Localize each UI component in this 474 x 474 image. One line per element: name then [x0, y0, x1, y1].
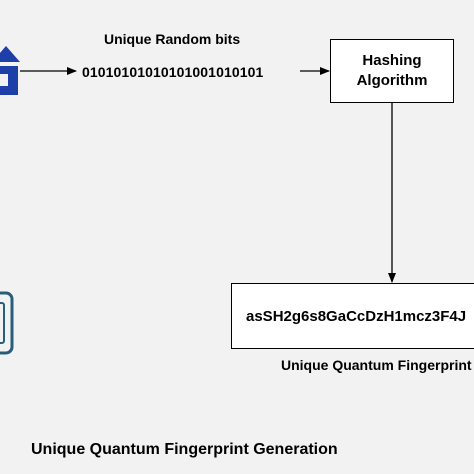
- random-bits-title: Unique Random bits: [104, 31, 241, 47]
- fingerprint-box: asSH2g6s8GaCcDzH1mcz3F4J: [231, 283, 474, 349]
- fingerprint-caption: Unique Quantum Fingerprint: [281, 357, 472, 373]
- random-bits-value: 01010101010101001010101: [82, 64, 264, 80]
- quantum-source-icon: [0, 46, 20, 95]
- fingerprint-value: asSH2g6s8GaCcDzH1mcz3F4J: [246, 307, 467, 325]
- hashing-label-line1: Hashing: [362, 52, 422, 69]
- quantum-device-icon: [0, 291, 14, 355]
- diagram-title: Unique Quantum Fingerprint Generation: [31, 441, 338, 458]
- hashing-label-line2: Algorithm: [356, 72, 428, 89]
- hashing-algorithm-box: Hashing Algorithm: [330, 39, 454, 103]
